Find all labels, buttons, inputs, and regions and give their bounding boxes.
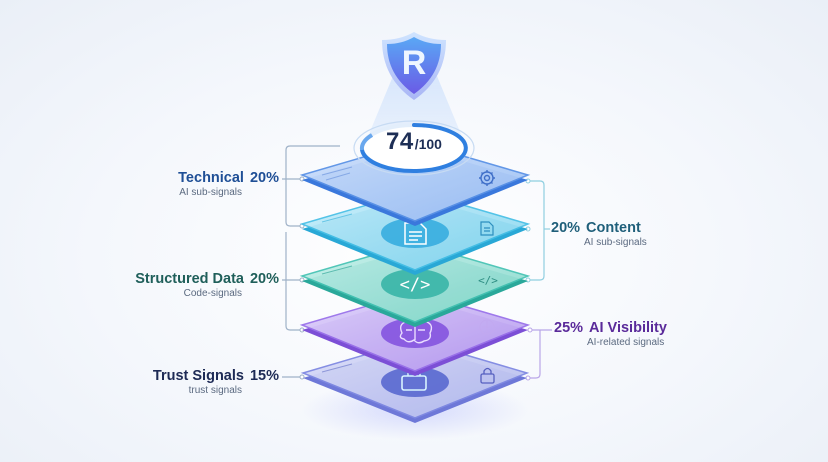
layer-trust-signals bbox=[300, 339, 530, 423]
label-content: 20% Content AI sub-signals bbox=[551, 220, 647, 248]
layer-ai-visibility bbox=[299, 291, 531, 376]
content-weight: 20% bbox=[551, 220, 581, 236]
score-max: /100 bbox=[414, 136, 442, 152]
right-connectors bbox=[528, 180, 552, 379]
label-trust-signals: Trust Signals 15% trust signals bbox=[153, 368, 279, 396]
technical-weight: 20% bbox=[249, 170, 279, 186]
score-value: 74 bbox=[386, 128, 414, 155]
layer-content bbox=[299, 190, 531, 275]
structured-data-title: Structured Data bbox=[135, 271, 244, 287]
content-subtitle: AI sub-signals bbox=[584, 237, 647, 248]
structured-data-weight: 20% bbox=[249, 271, 279, 287]
svg-text:</>: </> bbox=[478, 274, 498, 287]
layer-structured-data: </> </> bbox=[299, 242, 531, 327]
label-structured-data: Structured Data 20% Code-signals bbox=[135, 271, 279, 299]
label-technical: Technical 20% AI sub-signals bbox=[178, 170, 279, 198]
technical-subtitle: AI sub-signals bbox=[179, 187, 242, 198]
score-display: 74 /100 bbox=[362, 128, 466, 168]
logo-letter: R bbox=[401, 44, 427, 82]
shield-icon bbox=[382, 32, 446, 100]
trust-signals-weight: 15% bbox=[249, 368, 279, 384]
label-ai-visibility: 25% AI Visibility AI-related signals bbox=[554, 320, 667, 348]
gear-icon bbox=[479, 170, 495, 186]
left-connectors bbox=[282, 145, 340, 378]
score-ring bbox=[353, 120, 475, 176]
code-icon: </> bbox=[400, 275, 431, 295]
ai-visibility-title: AI Visibility bbox=[589, 320, 667, 336]
technical-title: Technical bbox=[178, 170, 244, 186]
content-title: Content bbox=[586, 220, 641, 236]
ai-visibility-weight: 25% bbox=[554, 320, 584, 336]
structured-data-subtitle: Code-signals bbox=[183, 288, 242, 299]
layer-technical bbox=[299, 141, 531, 226]
trust-signals-subtitle: trust signals bbox=[188, 385, 242, 396]
lock-icon bbox=[401, 375, 427, 391]
ai-visibility-subtitle: AI-related signals bbox=[587, 337, 665, 348]
trust-signals-title: Trust Signals bbox=[152, 368, 244, 384]
